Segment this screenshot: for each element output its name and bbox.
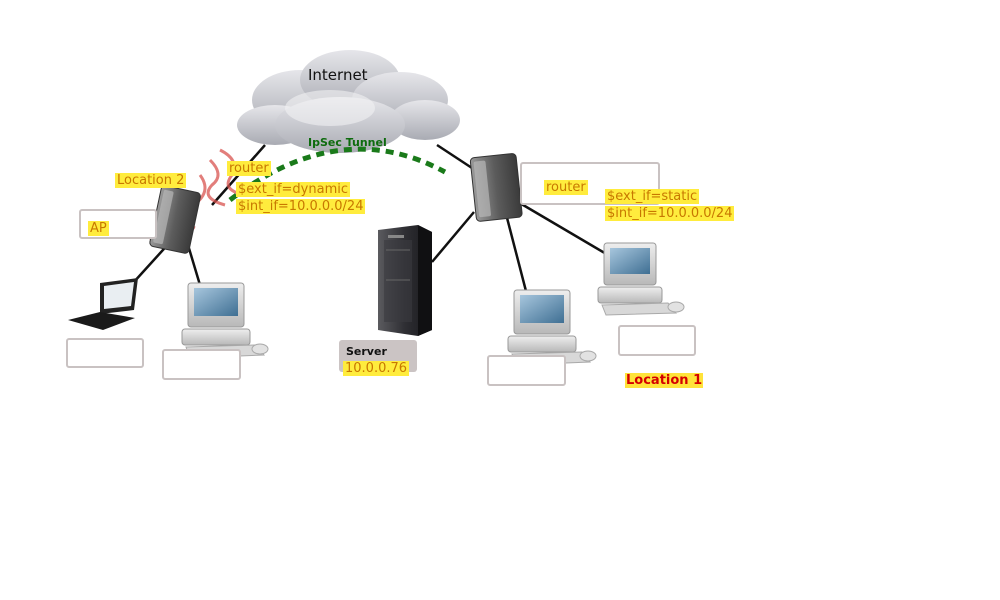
server-ip: 10.0.0.76 <box>343 361 410 376</box>
link-internet-router1 <box>436 143 476 172</box>
ap-label: AP <box>88 221 109 236</box>
link-router2-desktop <box>186 244 202 286</box>
desktop1a-label-box <box>487 355 566 386</box>
router1-ext-if: $ext_if=static <box>605 189 700 204</box>
link-router1-desktop-a <box>503 209 529 296</box>
link-router1-desktop-b <box>517 200 609 257</box>
router1-label: router <box>544 180 588 195</box>
location2-label: Location 2 <box>115 173 187 188</box>
desktop-icon <box>181 282 269 359</box>
link-router1-server <box>431 211 475 263</box>
ipsec-tunnel-label: IpSec Tunnel <box>308 136 387 149</box>
desktop-icon <box>597 242 685 316</box>
router2-label: router <box>227 161 271 176</box>
ipsec-tunnel-path <box>228 146 447 202</box>
desktop-icon <box>507 289 597 366</box>
router2-int-if: $int_if=10.0.0.0/24 <box>236 199 366 214</box>
router1-int-if: $int_if=10.0.0.0/24 <box>605 206 735 221</box>
desktop1b-label-box <box>618 325 696 356</box>
laptop-label-box <box>66 338 144 368</box>
location1-label: Location 1 <box>625 373 704 388</box>
router-icon <box>469 153 523 222</box>
desktop2-label-box <box>162 349 241 380</box>
router2-ext-if: $ext_if=dynamic <box>236 182 350 197</box>
server-title: Server <box>346 345 387 358</box>
cloud-icon <box>237 50 460 153</box>
laptop-icon <box>68 278 138 330</box>
server-rack-icon <box>378 225 432 336</box>
internet-label: Internet <box>308 66 368 84</box>
